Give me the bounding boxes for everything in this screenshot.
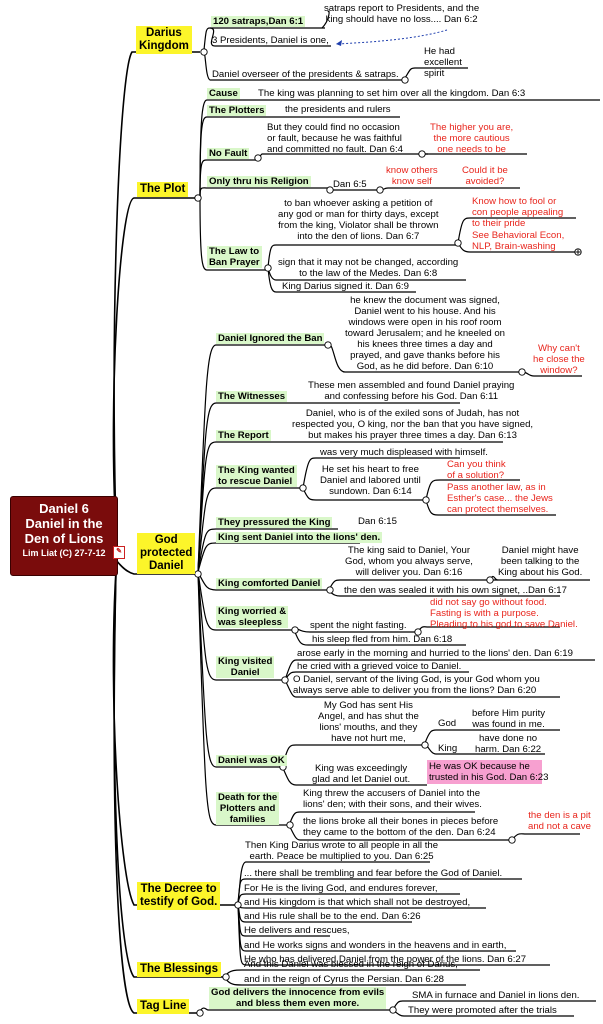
node-king-rescue[interactable]: The King wanted to rescue Daniel <box>216 465 297 487</box>
node-king-comforted[interactable]: King comforted Daniel <box>216 578 323 589</box>
branch-tag-line[interactable]: Tag Line <box>137 999 190 1014</box>
node-king-visited[interactable]: King visited Daniel <box>216 656 275 678</box>
visited-text-arose: arose early in the morning and hurried t… <box>297 648 573 659</box>
node-king-worried[interactable]: King worried & was sleepless <box>216 606 289 628</box>
decree-line-3: and His kingdom is that which shall not … <box>244 897 471 908</box>
branch-the-plot[interactable]: The Plot <box>137 182 189 197</box>
branch-blessings[interactable]: The Blessings <box>137 962 221 977</box>
plotters-text: the presidents and rulers <box>285 104 391 115</box>
law-text-medes: sign that it may not be changed, accordi… <box>278 257 459 279</box>
death-text-bones: the lions broke all their bones in piece… <box>303 816 499 838</box>
root-topic[interactable]: Daniel 6 Daniel in the Den of Lions Lim … <box>10 496 118 576</box>
node-law-ban-prayer[interactable]: The Law to Ban Prayer <box>207 246 262 268</box>
visited-text-servant: O Daniel, servant of the living God, is … <box>293 674 540 696</box>
religion-note-know: know others know self <box>386 165 438 187</box>
spirit-text: He had excellent spirit <box>424 46 462 79</box>
ok-highlight-text: He was OK because he trusted in his God.… <box>429 761 549 783</box>
ok-god-text: before Him purity was found in me. <box>472 708 546 730</box>
death-note: the den is a pit and not a cave <box>528 810 591 832</box>
tagline-line-0: SMA in furnace and Daniel in lions den. <box>412 990 580 1001</box>
law-note-pride: Know how to fool or con people appealing… <box>472 196 564 229</box>
decree-line-0: Then King Darius wrote to all people in … <box>245 840 439 862</box>
decree-line-1: ... there shall be trembling and fear be… <box>244 868 503 879</box>
blessings-line-1: and in the reign of Cyrus the Persian. D… <box>244 974 444 985</box>
rescue-text-displeased: was very much displeased with himself. <box>320 447 488 458</box>
decree-line-4: and His rule shall be to the end. Dan 6:… <box>244 911 421 922</box>
node-witnesses[interactable]: The Witnesses <box>216 391 288 402</box>
node-king-sent-daniel[interactable]: King sent Daniel into the lions' den. <box>216 532 383 543</box>
nofault-note: The higher you are, the more cautious on… <box>430 122 514 155</box>
report-text: Daniel, who is of the exiled sons of Jud… <box>292 408 534 441</box>
blessings-line-0: And this Daniel was blessed in the reign… <box>244 959 458 970</box>
branch-god-protected-daniel[interactable]: God protected Daniel <box>137 533 196 574</box>
cause-text: The king was planning to set him over al… <box>258 88 526 99</box>
node-satraps[interactable]: 120 satraps,Dan 6:1 <box>211 16 306 27</box>
decree-line-6: and He works signs and wonders in the he… <box>244 940 507 951</box>
node-no-fault[interactable]: No Fault <box>207 148 250 159</box>
worried-text-fasting: spent the night fasting. <box>310 620 407 631</box>
ok-king-text: have done no harm. Dan 6:22 <box>475 733 542 755</box>
presidents-text: 3 Presidents, Daniel is one, <box>212 35 329 46</box>
law-text-ban: to ban whoever asking a petition of any … <box>278 198 439 242</box>
ok-king-label: King <box>438 743 458 754</box>
witnesses-text: These men assembled and found Daniel pra… <box>308 380 515 402</box>
rescue-note-law: Pass another law, as in Esther's case...… <box>447 482 553 515</box>
pressured-ref: Dan 6:15 <box>358 516 397 527</box>
nofault-text: But they could find no occasion or fault… <box>267 122 403 155</box>
decree-line-5: He delivers and rescues, <box>244 925 350 936</box>
branch-darius-kingdom[interactable]: Darius Kingdom <box>136 26 192 54</box>
ok-highlight-box <box>427 760 542 784</box>
overseer-text: Daniel overseer of the presidents & satr… <box>212 69 399 80</box>
node-death-plotters[interactable]: Death for the Plotters and families <box>216 792 280 825</box>
worried-text-sleep: his sleep fled from him. Dan 6:18 <box>312 634 453 645</box>
ok-text-glad: King was exceedingly glad and let Daniel… <box>312 763 411 785</box>
ok-text-angel: My God has sent His Angel, and has shut … <box>318 700 419 744</box>
worried-note: did not say go without food. Fasting is … <box>430 597 578 630</box>
comforted-text-king: The king said to Daniel, Your God, whom … <box>345 545 473 578</box>
comforted-text-talking: Daniel might have been talking to the Ki… <box>498 545 583 578</box>
death-text-threw: King threw the accusers of Daniel into t… <box>303 788 482 810</box>
node-tagline[interactable]: God delivers the innocence from evils an… <box>209 987 387 1009</box>
node-report[interactable]: The Report <box>216 430 271 441</box>
tagline-line-1: They were promoted after the trials <box>408 1005 557 1016</box>
node-daniel-ok[interactable]: Daniel was OK <box>216 755 287 766</box>
node-cause[interactable]: Cause <box>207 88 240 99</box>
root-subtitle: Lim Liat (C) 27-7-12 <box>22 548 106 558</box>
rescue-note-solution: Can you think of a solution? <box>447 459 506 481</box>
node-plotters[interactable]: The Plotters <box>207 105 267 116</box>
ignored-note: Why can't he close the window? <box>533 343 585 376</box>
decree-line-2: For He is the living God, and endures fo… <box>244 883 438 894</box>
ok-god-label: God <box>438 718 457 729</box>
node-pressured-king[interactable]: They pressured the King <box>216 517 333 528</box>
comforted-text-sealed: the den was sealed it with his own signe… <box>344 585 567 596</box>
rescue-text-heart: He set his heart to free Daniel and labo… <box>320 464 421 497</box>
decree-line-7: He who has delivered Daniel from the pow… <box>244 954 527 965</box>
root-title: Daniel 6 Daniel in the Den of Lions <box>24 501 104 546</box>
law-text-signed: King Darius signed it. Dan 6:9 <box>282 281 409 292</box>
ignored-text: he knew the document was signed, Daniel … <box>345 295 505 372</box>
religion-note-avoid: Could it be avoided? <box>462 165 508 187</box>
religion-ref: Dan 6:5 <box>333 179 367 190</box>
visited-text-cried: he cried with a grieved voice to Daniel. <box>297 661 462 672</box>
node-religion[interactable]: Only thru his Religion <box>207 176 311 187</box>
branch-decree[interactable]: The Decree to testify of God. <box>137 882 221 910</box>
law-note-econ: See Behavioral Econ, NLP, Brain-washing <box>472 230 565 252</box>
note-icon[interactable]: ✎ <box>113 546 125 559</box>
node-daniel-ignored-ban[interactable]: Daniel Ignored the Ban <box>216 333 325 344</box>
satraps-note: satraps report to Presidents, and the ki… <box>324 3 480 25</box>
